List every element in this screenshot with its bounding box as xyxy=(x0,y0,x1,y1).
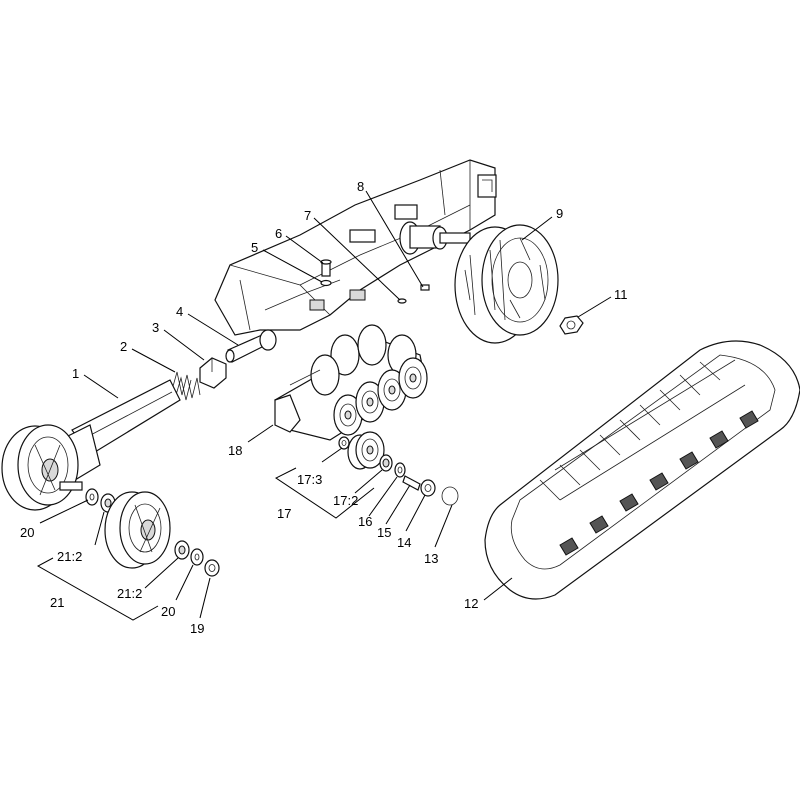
callout-21: 21 xyxy=(50,595,64,610)
bolt-part-6 xyxy=(320,259,332,277)
callout-12: 12 xyxy=(464,596,478,611)
washer-part-17-3 xyxy=(338,436,350,450)
callout-19: 19 xyxy=(190,621,204,636)
callout-20-front: 20 xyxy=(20,525,34,540)
spring-part-2 xyxy=(171,371,201,401)
idler-wheel-rear xyxy=(104,491,171,569)
drive-hub xyxy=(399,221,471,255)
track-frame xyxy=(214,159,497,336)
callout-3: 3 xyxy=(152,320,159,335)
washer-part-5 xyxy=(320,279,332,287)
callout-8: 8 xyxy=(357,179,364,194)
washer-part-16 xyxy=(394,462,406,478)
callout-1: 1 xyxy=(72,366,79,381)
block-part-3 xyxy=(199,357,227,389)
cap-part-14 xyxy=(420,479,436,497)
callout-7: 7 xyxy=(304,208,311,223)
callout-2: 2 xyxy=(120,339,127,354)
bolt-part-15 xyxy=(402,475,421,491)
idler-wheel-front xyxy=(1,424,83,511)
bearing-part-17-2 xyxy=(379,454,393,472)
leader-lines xyxy=(36,190,612,621)
callout-14: 14 xyxy=(397,535,411,550)
washer-part-20-front xyxy=(85,488,99,506)
callout-6: 6 xyxy=(275,226,282,241)
pin-part-4 xyxy=(225,329,277,363)
bushing-part-21-2-rear xyxy=(174,540,190,560)
nut-part-19 xyxy=(204,559,220,577)
roller-bogie-part-18 xyxy=(274,324,428,441)
callout-9: 9 xyxy=(556,206,563,221)
roller-part-17 xyxy=(347,431,385,470)
callout-21-2-front: 21:2 xyxy=(57,549,82,564)
callout-13: 13 xyxy=(424,551,438,566)
callout-17: 17 xyxy=(277,506,291,521)
nut-part-11 xyxy=(559,315,584,335)
snap-ring-part-13 xyxy=(441,486,459,506)
callout-18: 18 xyxy=(228,443,242,458)
callout-21-2-rear: 21:2 xyxy=(117,586,142,601)
rubber-track xyxy=(484,340,800,600)
callout-15: 15 xyxy=(377,525,391,540)
callout-17-2: 17:2 xyxy=(333,493,358,508)
drive-sprocket xyxy=(454,224,559,344)
callout-4: 4 xyxy=(176,304,183,319)
callout-labels: 1 2 3 4 5 6 7 8 9 11 12 13 14 15 16 17 1… xyxy=(20,179,628,636)
callout-5: 5 xyxy=(251,240,258,255)
callout-11: 11 xyxy=(614,287,628,302)
callout-17-3: 17:3 xyxy=(297,472,322,487)
fastener-part-8 xyxy=(420,284,430,291)
callout-20-rear: 20 xyxy=(161,604,175,619)
washer-part-20-rear xyxy=(190,548,204,566)
callout-16: 16 xyxy=(358,514,372,529)
